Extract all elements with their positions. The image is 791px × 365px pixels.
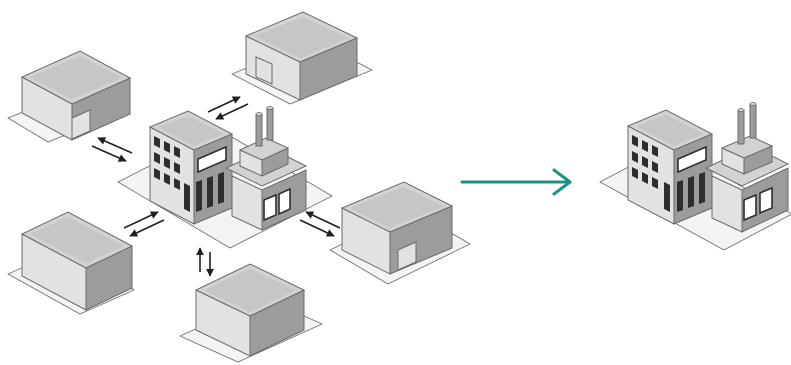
warehouse-top-center xyxy=(231,11,373,105)
transition-arrow xyxy=(460,168,572,196)
exchange-arrows xyxy=(91,96,341,277)
arrow-pair-middle-right xyxy=(299,211,341,237)
building-bottom-left xyxy=(7,211,135,315)
warehouse-top-left xyxy=(7,50,132,143)
arrow-pair-top-left xyxy=(91,137,133,162)
arrow-pair-bottom-center xyxy=(196,247,214,277)
central-factory xyxy=(117,106,333,249)
arrow-pair-top-center xyxy=(207,96,249,120)
building-bottom-center xyxy=(179,263,323,363)
warehouse-middle-right xyxy=(329,181,471,285)
result-factory xyxy=(599,102,791,251)
arrow-pair-bottom-left xyxy=(123,211,165,237)
